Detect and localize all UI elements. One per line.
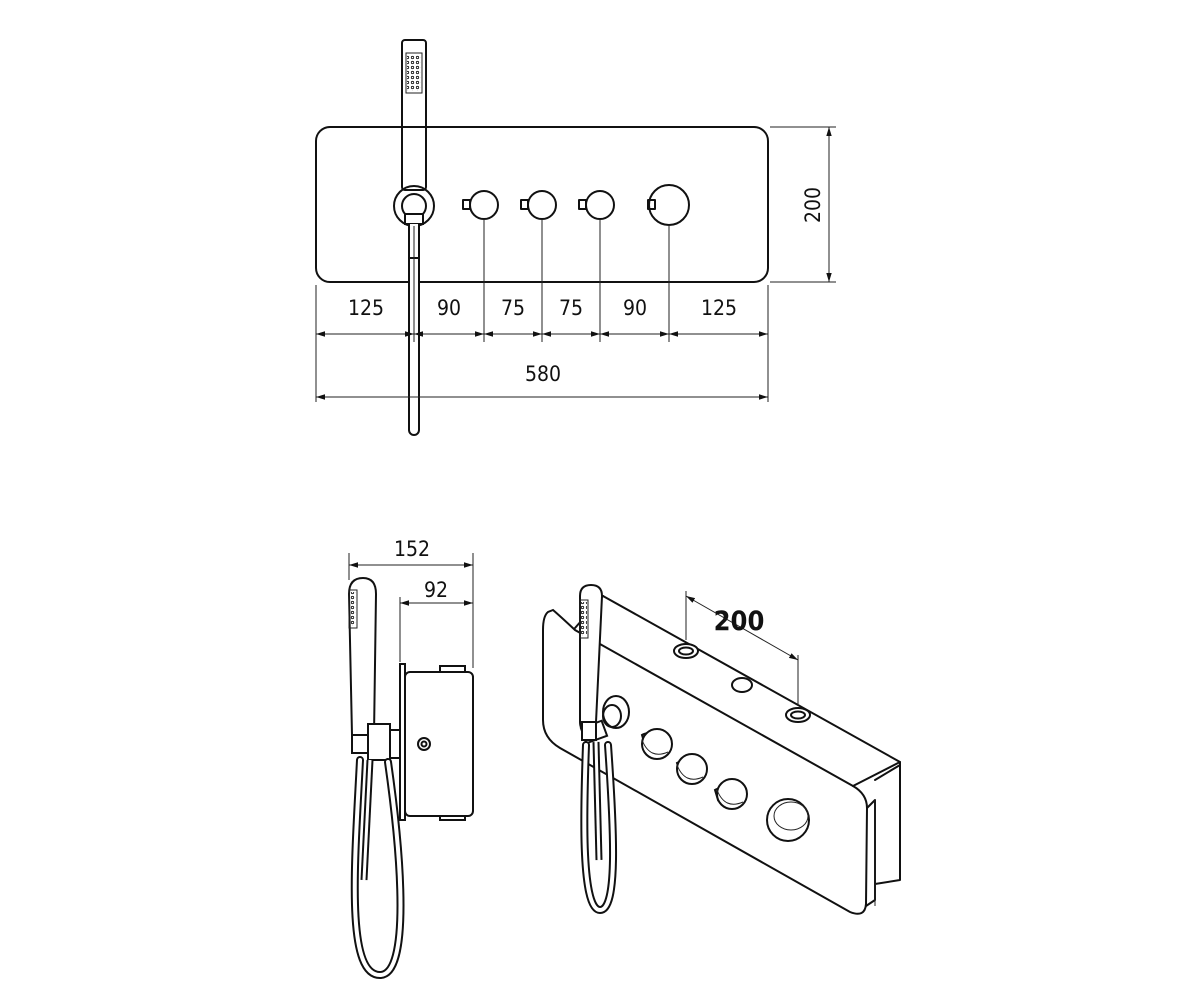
side-box [404, 665, 474, 821]
dim-segment-5: 90 [623, 296, 647, 320]
iso-knob-main [766, 798, 810, 842]
dim-total-width: 580 [525, 362, 561, 386]
iso-hose [580, 741, 618, 915]
iso-dimension: 200 [685, 591, 799, 705]
dim-segment-6: 125 [701, 296, 737, 320]
side-view: 152 92 [347, 537, 474, 980]
front-shower-head [401, 39, 427, 191]
front-knob-1 [462, 190, 499, 220]
iso-shower-head [579, 583, 604, 741]
iso-view: 200 [542, 583, 901, 915]
dim-segment-4: 75 [559, 296, 583, 320]
dim-box-depth: 92 [424, 578, 448, 602]
front-segment-dimension-labels: 125 90 75 75 90 125 [348, 296, 737, 320]
iso-knob-3 [713, 778, 748, 810]
front-knob-2 [520, 190, 557, 220]
front-extension-lines [315, 126, 836, 402]
dim-height: 200 [801, 187, 825, 223]
iso-outlet-right [785, 707, 811, 723]
dim-segment-3: 75 [501, 296, 525, 320]
iso-outlet-center [731, 677, 753, 693]
front-knob-3 [578, 190, 615, 220]
dim-segment-1: 125 [348, 296, 384, 320]
dim-outlet-spacing: 200 [714, 606, 765, 637]
front-view: 125 90 75 75 90 125 580 200 [315, 39, 836, 436]
side-bracket [367, 723, 405, 761]
iso-outlet-left [673, 643, 699, 659]
dim-segment-2: 90 [437, 296, 461, 320]
iso-knob-2 [675, 753, 708, 785]
iso-knob-1 [640, 728, 673, 760]
front-holder [393, 185, 435, 227]
side-hose [350, 756, 405, 980]
front-knob-main [647, 184, 690, 226]
dim-total-depth: 152 [394, 537, 430, 561]
